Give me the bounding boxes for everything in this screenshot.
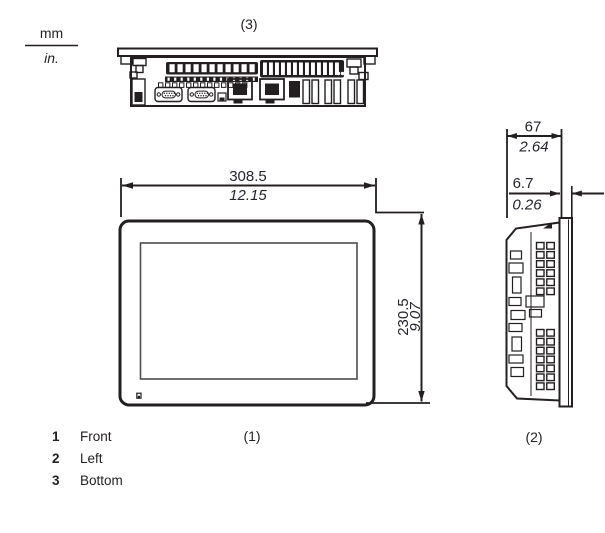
legend-label-left: Left xyxy=(80,451,103,466)
lower-vent-columns xyxy=(302,79,365,105)
width-in-value: 12.15 xyxy=(229,187,267,204)
front-height-dimension: 230.5 9.07 xyxy=(366,214,430,404)
serial-port-1 xyxy=(154,86,183,103)
depth-mm-value: 67 xyxy=(525,119,542,136)
callout-side-view: (2) xyxy=(525,429,542,445)
unit-mm-label: mm xyxy=(40,25,63,41)
flange-right-tab xyxy=(363,55,376,65)
side-front-bezel xyxy=(558,217,573,408)
side-top-detail xyxy=(543,222,552,229)
unit-in-label: in. xyxy=(44,50,59,66)
bezel-in-value: 0.26 xyxy=(512,197,542,214)
arrowhead-left xyxy=(122,182,133,189)
arrowhead-right xyxy=(551,133,562,139)
side-depth-dimension: 67 2.64 xyxy=(506,119,563,218)
bezel-mm-value: 6.7 xyxy=(513,175,534,192)
front-bezel-outline xyxy=(118,219,376,407)
side-connector-details xyxy=(508,250,545,378)
side-bezel-dimension: 6.7 0.26 xyxy=(509,175,604,218)
vent-band-right xyxy=(260,60,345,78)
status-led xyxy=(136,392,142,399)
ethernet-port-2 xyxy=(259,78,285,104)
usb-port xyxy=(289,81,300,98)
callout-bottom-view: (3) xyxy=(240,16,257,32)
flange-left-tab xyxy=(120,55,133,65)
arrowhead-inward-left xyxy=(550,190,560,197)
front-width-dimension: 308.5 12.15 xyxy=(120,168,424,217)
depth-in-value: 2.64 xyxy=(518,139,548,156)
ethernet-port-1 xyxy=(227,78,253,104)
legend-num-2: 2 xyxy=(52,451,60,466)
legend-num-1: 1 xyxy=(52,429,60,444)
callout-front-view: (1) xyxy=(243,428,260,444)
arrowhead-right xyxy=(364,182,375,189)
bottom-view xyxy=(117,47,378,107)
legend: 1 Front 2 Left 3 Bottom xyxy=(52,429,123,488)
display-screen xyxy=(139,242,358,380)
legend-label-front: Front xyxy=(80,429,112,444)
left-port-recess xyxy=(131,78,146,106)
side-vent-group-top xyxy=(535,241,555,296)
side-vent-group-bottom xyxy=(535,328,555,391)
bottom-view-front-flange xyxy=(117,47,378,57)
side-view xyxy=(505,217,573,408)
height-mm-value: 230.5 xyxy=(395,298,412,336)
arrowhead-left xyxy=(507,133,517,139)
arrowhead-top xyxy=(418,214,425,225)
unit-fraction: mm in. xyxy=(25,25,78,66)
height-in-value: 9.07 xyxy=(407,302,424,332)
small-interface-block xyxy=(217,92,227,102)
vent-band-left xyxy=(166,62,258,75)
serial-port-2 xyxy=(187,86,216,103)
legend-label-bottom: Bottom xyxy=(80,473,123,488)
mounting-clip-left xyxy=(129,57,147,79)
front-view xyxy=(118,219,376,407)
width-mm-value: 308.5 xyxy=(229,168,267,185)
arrowhead-bottom xyxy=(418,391,425,402)
legend-num-3: 3 xyxy=(52,473,60,488)
mounting-clip-right xyxy=(346,58,369,81)
extension-line-right-corner xyxy=(375,178,424,214)
